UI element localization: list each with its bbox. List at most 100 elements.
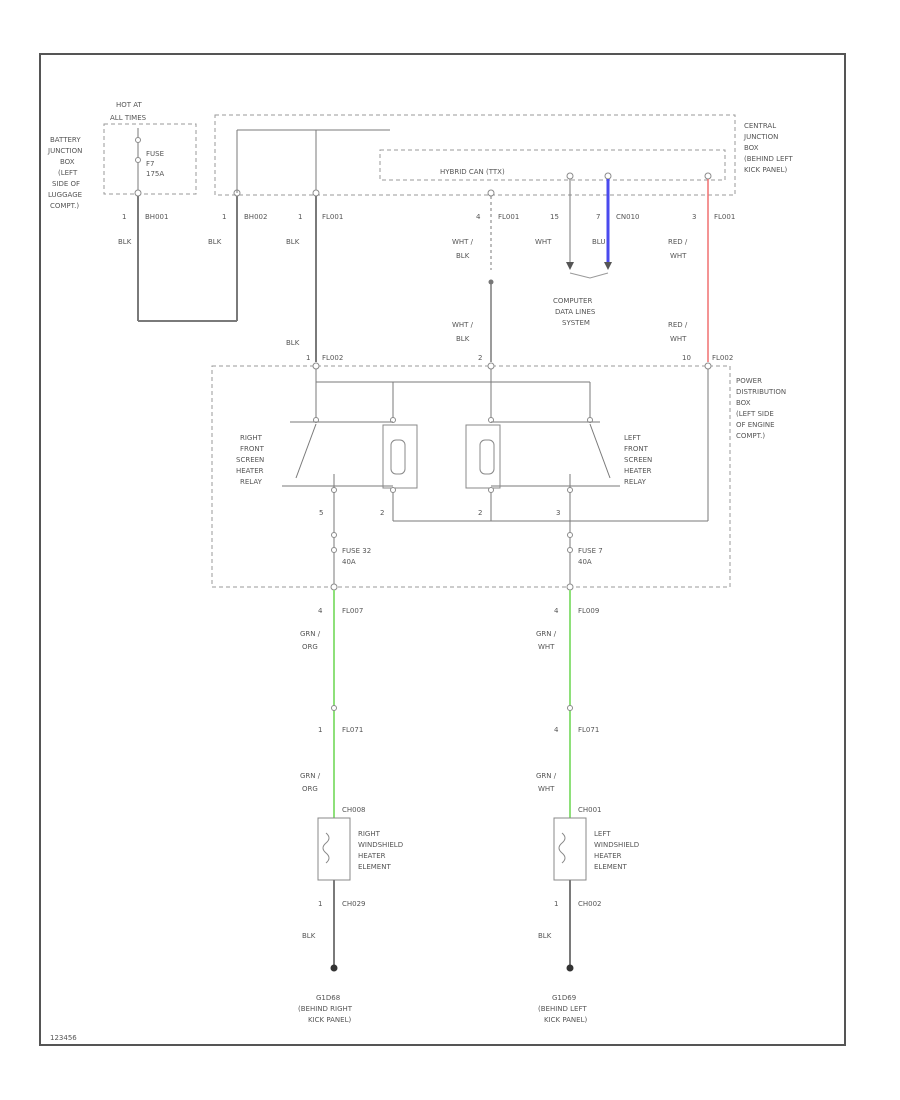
ground-point-right bbox=[330, 964, 338, 972]
svg-text:RIGHT: RIGHT bbox=[240, 434, 263, 442]
power-distribution-box-label: POWER DISTRIBUTION BOX (LEFT SIDE OF ENG… bbox=[736, 377, 786, 440]
footer-code: 123456 bbox=[50, 1034, 77, 1042]
svg-text:DATA LINES: DATA LINES bbox=[555, 308, 596, 316]
svg-text:BOX: BOX bbox=[736, 399, 751, 407]
svg-text:LEFT: LEFT bbox=[594, 830, 611, 838]
connector-cn010: CN010 bbox=[616, 213, 640, 221]
svg-text:1: 1 bbox=[306, 354, 310, 362]
svg-text:4: 4 bbox=[554, 607, 559, 615]
svg-text:BLK: BLK bbox=[456, 335, 470, 343]
ground-point-left bbox=[566, 964, 574, 972]
svg-text:1: 1 bbox=[222, 213, 226, 221]
connector-ch029: CH029 bbox=[342, 900, 366, 908]
right-windshield-label: RIGHT WINDSHIELD HEATER ELEMENT bbox=[358, 830, 403, 871]
ground-right-label: G1D68 (BEHIND RIGHT KICK PANEL) bbox=[298, 994, 353, 1024]
svg-text:HEATER: HEATER bbox=[358, 852, 386, 860]
svg-text:G1D68: G1D68 bbox=[316, 994, 340, 1002]
connector-bh001: BH001 bbox=[145, 213, 168, 221]
svg-text:COMPT.): COMPT.) bbox=[736, 432, 765, 440]
svg-text:BOX: BOX bbox=[744, 144, 759, 152]
svg-text:FUSE 32: FUSE 32 bbox=[342, 547, 371, 555]
svg-text:OF ENGINE: OF ENGINE bbox=[736, 421, 775, 429]
svg-text:HEATER: HEATER bbox=[624, 467, 652, 475]
svg-text:(BEHIND LEFT: (BEHIND LEFT bbox=[538, 1005, 587, 1013]
svg-text:BOX: BOX bbox=[60, 158, 75, 166]
svg-text:BLU: BLU bbox=[592, 238, 605, 246]
svg-text:WHT: WHT bbox=[670, 252, 687, 260]
central-junction-box-outline bbox=[214, 114, 736, 196]
svg-text:3: 3 bbox=[556, 509, 560, 517]
svg-text:BATTERY: BATTERY bbox=[50, 136, 81, 144]
hybrid-can-module bbox=[379, 149, 726, 181]
right-relay-label: RIGHT FRONT SCREEN HEATER RELAY bbox=[236, 434, 265, 486]
svg-text:15: 15 bbox=[550, 213, 559, 221]
all-times-label: ALL TIMES bbox=[110, 114, 147, 122]
left-relay-coil bbox=[465, 424, 501, 489]
diagram-frame bbox=[39, 53, 846, 1046]
svg-text:SYSTEM: SYSTEM bbox=[562, 319, 590, 327]
svg-text:BLK: BLK bbox=[302, 932, 316, 940]
svg-text:WHT: WHT bbox=[535, 238, 552, 246]
connector-fl071-a: FL071 bbox=[342, 726, 363, 734]
svg-text:RELAY: RELAY bbox=[240, 478, 263, 486]
svg-text:WINDSHIELD: WINDSHIELD bbox=[358, 841, 403, 849]
hot-at-label: HOT AT bbox=[116, 101, 143, 109]
power-distribution-box-outline bbox=[211, 365, 731, 588]
svg-text:1: 1 bbox=[298, 213, 302, 221]
connector-fl009: FL009 bbox=[578, 607, 599, 615]
left-windshield-label: LEFT WINDSHIELD HEATER ELEMENT bbox=[594, 830, 639, 871]
svg-text:40A: 40A bbox=[342, 558, 356, 566]
svg-text:FRONT: FRONT bbox=[240, 445, 265, 453]
svg-text:HEATER: HEATER bbox=[594, 852, 622, 860]
svg-text:WHT: WHT bbox=[538, 643, 555, 651]
fuse-f7-label: FUSE F7 175A bbox=[146, 150, 164, 178]
svg-text:1: 1 bbox=[554, 900, 558, 908]
svg-text:BLK: BLK bbox=[286, 339, 300, 347]
svg-text:2: 2 bbox=[478, 354, 482, 362]
left-relay-label: LEFT FRONT SCREEN HEATER RELAY bbox=[624, 434, 652, 486]
svg-text:KICK PANEL): KICK PANEL) bbox=[308, 1016, 351, 1024]
svg-text:G1D69: G1D69 bbox=[552, 994, 576, 1002]
svg-text:HEATER: HEATER bbox=[236, 467, 264, 475]
svg-text:ORG: ORG bbox=[302, 643, 318, 651]
svg-text:F7: F7 bbox=[146, 160, 154, 168]
svg-text:JUNCTION: JUNCTION bbox=[743, 133, 778, 141]
svg-text:175A: 175A bbox=[146, 170, 164, 178]
svg-text:(BEHIND LEFT: (BEHIND LEFT bbox=[744, 155, 793, 163]
svg-text:4: 4 bbox=[554, 726, 559, 734]
connector-ch008: CH008 bbox=[342, 806, 366, 814]
battery-junction-box-outline bbox=[103, 123, 197, 195]
connector-fl007: FL007 bbox=[342, 607, 363, 615]
svg-text:RELAY: RELAY bbox=[624, 478, 647, 486]
svg-text:FUSE 7: FUSE 7 bbox=[578, 547, 603, 555]
svg-text:WHT: WHT bbox=[538, 785, 555, 793]
svg-text:GRN /: GRN / bbox=[536, 630, 557, 638]
svg-text:WHT /: WHT / bbox=[452, 321, 474, 329]
svg-text:CENTRAL: CENTRAL bbox=[744, 122, 776, 130]
svg-text:4: 4 bbox=[476, 213, 481, 221]
svg-text:ELEMENT: ELEMENT bbox=[594, 863, 627, 871]
svg-text:SCREEN: SCREEN bbox=[624, 456, 652, 464]
svg-text:JUNCTION: JUNCTION bbox=[47, 147, 82, 155]
svg-text:10: 10 bbox=[682, 354, 691, 362]
computer-data-lines-label: COMPUTER DATA LINES SYSTEM bbox=[553, 297, 596, 327]
svg-text:GRN /: GRN / bbox=[300, 630, 321, 638]
svg-text:LEFT: LEFT bbox=[624, 434, 641, 442]
svg-text:POWER: POWER bbox=[736, 377, 762, 385]
svg-text:7: 7 bbox=[596, 213, 600, 221]
svg-text:BLK: BLK bbox=[118, 238, 132, 246]
svg-text:1: 1 bbox=[318, 726, 322, 734]
right-relay-coil bbox=[382, 424, 418, 489]
battery-junction-box-label: BATTERY JUNCTION BOX (LEFT SIDE OF LUGGA… bbox=[47, 136, 82, 210]
svg-text:(BEHIND RIGHT: (BEHIND RIGHT bbox=[298, 1005, 353, 1013]
svg-text:BLK: BLK bbox=[456, 252, 470, 260]
svg-text:WHT: WHT bbox=[670, 335, 687, 343]
svg-text:SCREEN: SCREEN bbox=[236, 456, 264, 464]
svg-text:FUSE: FUSE bbox=[146, 150, 164, 158]
connector-bh002: BH002 bbox=[244, 213, 267, 221]
fuse-32-label: FUSE 32 40A bbox=[342, 547, 371, 566]
fuse-7-label: FUSE 7 40A bbox=[578, 547, 603, 566]
svg-text:ORG: ORG bbox=[302, 785, 318, 793]
connector-ch001: CH001 bbox=[578, 806, 602, 814]
